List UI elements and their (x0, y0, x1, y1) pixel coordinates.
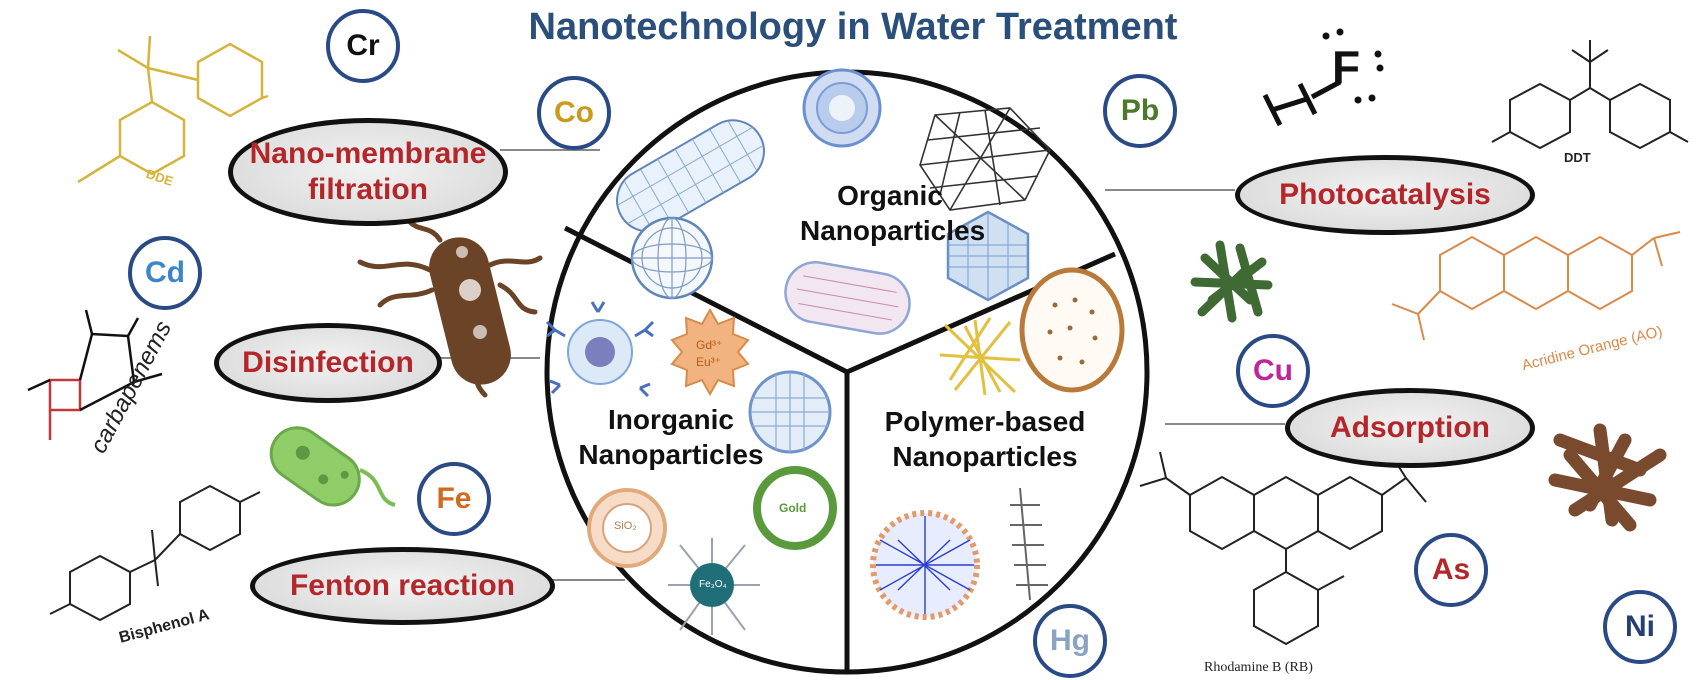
mesoporous-silica (748, 370, 832, 454)
bacterium-green (269, 426, 396, 507)
carbapenem-molecule (27, 309, 163, 440)
graphene-sheet (919, 107, 1051, 211)
sio2-label: SiO₂ (614, 520, 637, 532)
dde-molecule (77, 35, 269, 184)
element-fe-badge: Fe (417, 462, 491, 536)
hf-f-label: F (1332, 41, 1361, 93)
bisphenol-a-molecule (49, 484, 261, 622)
fe3o4-label: Fe₃O₄ (699, 579, 727, 590)
nanocapsule (784, 261, 911, 335)
acridine-orange-molecule (1391, 231, 1681, 341)
rhodamine-b-label: Rhodamine B (RB) (1204, 660, 1313, 675)
segment-label-polymer: Polymer-based Nanoparticles (884, 406, 1086, 472)
connector-lines (432, 149, 1285, 581)
element-cr-badge: Cr (326, 9, 400, 83)
ddt-molecule (1491, 40, 1689, 150)
lanthanide-nanoparticle (670, 307, 750, 397)
element-pb-badge: Pb (1103, 74, 1177, 148)
hf-lone-pairs (1322, 28, 1384, 104)
element-ni-badge: Ni (1603, 590, 1677, 664)
nanosphere (802, 68, 882, 148)
rhodamine-b-molecule (1139, 451, 1427, 646)
fullerene (630, 216, 714, 300)
gold-label: Gold (779, 501, 807, 515)
method-adsorption: Adsorption (1285, 388, 1535, 468)
polymer-chain (1010, 487, 1048, 601)
hexagonal-nanoparticle (946, 210, 1030, 302)
element-co-badge: Co (537, 76, 611, 150)
green-nanorods (1190, 240, 1273, 323)
segment-label-organic: Organic Nanoparticles (800, 180, 986, 246)
element-cu-badge: Cu (1236, 334, 1310, 408)
element-cd-badge: Cd (128, 236, 202, 310)
liposome (1019, 267, 1125, 393)
segment-label-inorganic: Inorganic Nanoparticles (578, 404, 764, 470)
fe3o4-nanoparticle (668, 538, 760, 635)
gd-label: Gd³⁺ (696, 338, 723, 352)
method-photocatalysis: Photocatalysis (1235, 155, 1535, 235)
method-disinfection: Disinfection (214, 323, 442, 403)
eu-label: Eu³⁺ (696, 355, 722, 369)
method-fenton-reaction: Fenton reaction (250, 547, 555, 625)
hf-molecule (1262, 79, 1342, 127)
antibody-nanoparticle (545, 301, 655, 398)
element-hg-badge: Hg (1033, 604, 1107, 678)
diagram-title: Nanotechnology in Water Treatment (528, 6, 1178, 48)
dendrimer (870, 510, 980, 620)
brown-nanorods (1548, 423, 1667, 532)
gold-nanoparticle (753, 466, 837, 550)
bacterium-brown (357, 219, 543, 398)
element-as-badge: As (1414, 533, 1488, 607)
sio2-core-shell (587, 488, 667, 568)
polymer-fibres (939, 317, 1021, 396)
carbon-nanotube (616, 119, 765, 233)
ddt-label: DDT (1564, 150, 1591, 165)
method-nano-membrane-filtration: Nano-membrane filtration (228, 118, 508, 226)
